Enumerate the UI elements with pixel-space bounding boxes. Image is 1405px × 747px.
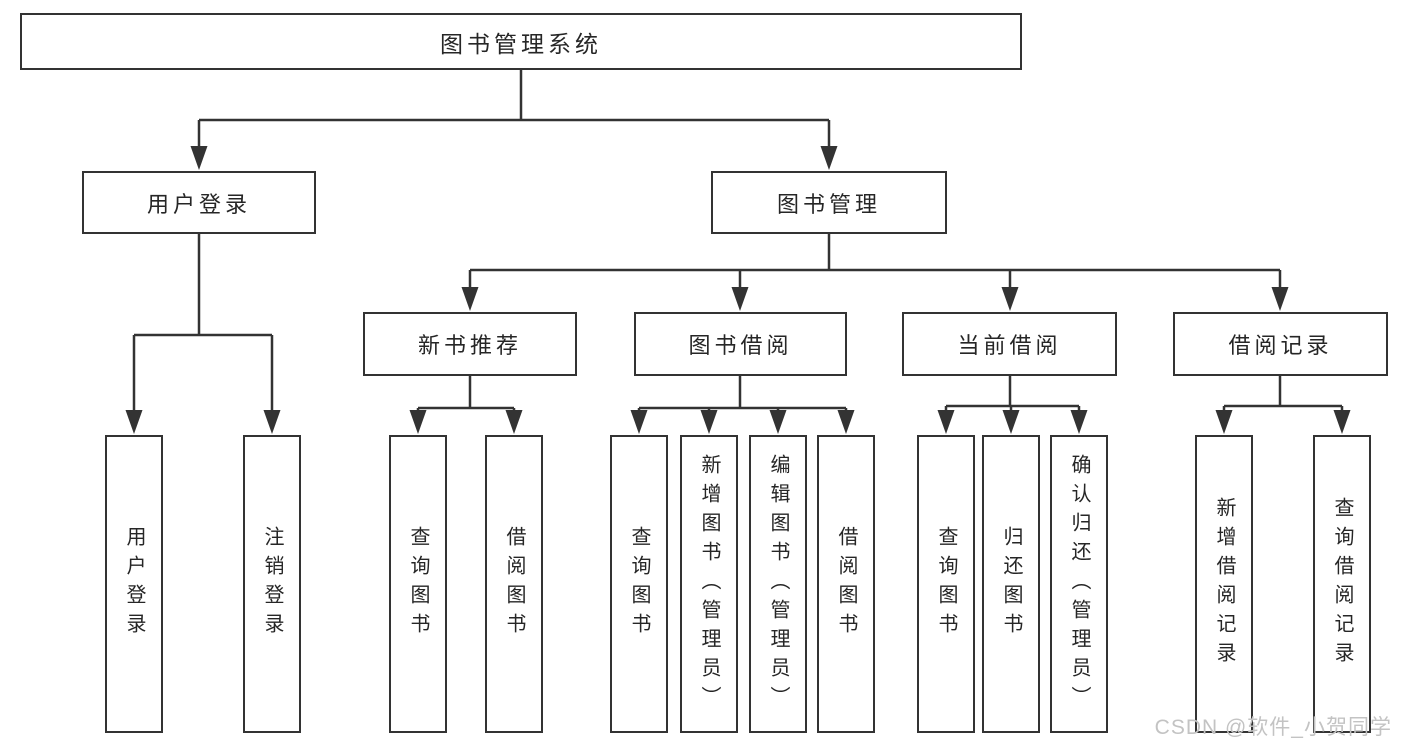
arrow-down-icon bbox=[1002, 410, 1020, 434]
connector-user-login-to-leaves bbox=[132, 234, 274, 414]
node-user-login: 用户登录 bbox=[82, 171, 316, 234]
arrow-down-icon bbox=[937, 410, 955, 434]
leaf-return-book: 归还图书 bbox=[982, 435, 1040, 733]
arrow-down-icon bbox=[731, 287, 749, 311]
arrowheads-group bbox=[125, 146, 1351, 434]
node-borrow-records: 借阅记录 bbox=[1173, 312, 1388, 376]
arrow-down-icon bbox=[1271, 287, 1289, 311]
connector-group bbox=[132, 70, 1344, 414]
arrow-down-icon bbox=[630, 410, 648, 434]
leaf-query-books-current: 查询图书 bbox=[917, 435, 975, 733]
arrow-down-icon bbox=[1001, 287, 1019, 311]
leaf-add-book-admin: 新增图书（管理员） bbox=[680, 435, 738, 733]
arrow-down-icon bbox=[837, 410, 855, 434]
leaf-query-books-recommend: 查询图书 bbox=[389, 435, 447, 733]
leaf-borrow-books-recommend: 借阅图书 bbox=[485, 435, 543, 733]
leaf-logout: 注销登录 bbox=[243, 435, 301, 733]
node-book-management: 图书管理 bbox=[711, 171, 947, 234]
arrow-down-icon bbox=[1215, 410, 1233, 434]
leaf-user-login: 用户登录 bbox=[105, 435, 163, 733]
arrow-down-icon bbox=[769, 410, 787, 434]
arrow-down-icon bbox=[263, 410, 281, 434]
node-current-borrow: 当前借阅 bbox=[902, 312, 1117, 376]
leaf-query-books-borrow: 查询图书 bbox=[610, 435, 668, 733]
connector-current-borrow-to-leaves bbox=[944, 376, 1081, 414]
leaf-query-borrow-record: 查询借阅记录 bbox=[1313, 435, 1371, 733]
connector-root-to-level2 bbox=[197, 70, 831, 150]
leaf-confirm-return-admin: 确认归还（管理员） bbox=[1050, 435, 1108, 733]
arrow-down-icon bbox=[409, 410, 427, 434]
connector-book-management-to-level3 bbox=[468, 234, 1282, 291]
arrow-down-icon bbox=[461, 287, 479, 311]
csdn-watermark: CSDN @软件_小贺同学 bbox=[1154, 716, 1392, 739]
arrow-down-icon bbox=[700, 410, 718, 434]
connector-borrow-records-to-leaves bbox=[1222, 376, 1344, 414]
leaf-add-borrow-record: 新增借阅记录 bbox=[1195, 435, 1253, 733]
arrow-down-icon bbox=[190, 146, 208, 170]
arrow-down-icon bbox=[505, 410, 523, 434]
leaf-edit-book-admin: 编辑图书（管理员） bbox=[749, 435, 807, 733]
node-library-system: 图书管理系统 bbox=[20, 13, 1022, 70]
leaf-borrow-books: 借阅图书 bbox=[817, 435, 875, 733]
node-book-borrow: 图书借阅 bbox=[634, 312, 847, 376]
arrow-down-icon bbox=[820, 146, 838, 170]
connector-new-book-to-leaves bbox=[416, 376, 516, 414]
arrow-down-icon bbox=[125, 410, 143, 434]
arrow-down-icon bbox=[1333, 410, 1351, 434]
arrow-down-icon bbox=[1070, 410, 1088, 434]
node-new-book-recommend: 新书推荐 bbox=[363, 312, 577, 376]
connector-book-borrow-to-leaves bbox=[637, 376, 848, 414]
